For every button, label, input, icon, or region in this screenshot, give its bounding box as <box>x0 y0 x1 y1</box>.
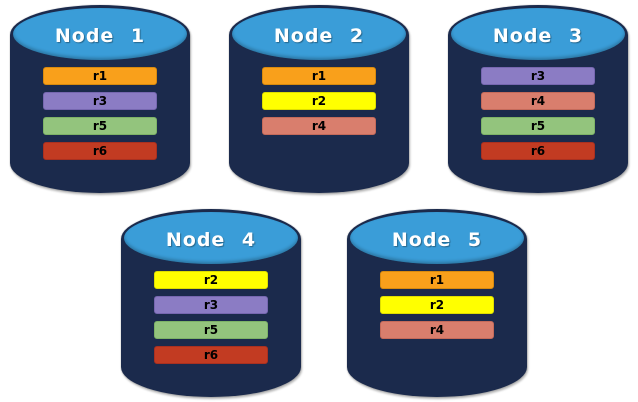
replica-bar-list: r1 r3 r5 r6 <box>10 67 190 160</box>
replica-bar-list: r1 r2 r4 <box>229 67 409 135</box>
node-title: Node 2 <box>273 25 365 47</box>
node-cylinder-2: Node 2 r1 r2 r4 <box>229 5 409 193</box>
cylinder-top-ellipse: Node 2 <box>232 8 406 60</box>
replica-bar-r2: r2 <box>154 271 268 289</box>
replica-bar-list: r3 r4 r5 r6 <box>448 67 628 160</box>
cylinder-top-ellipse: Node 4 <box>124 212 298 264</box>
replica-bar-r5: r5 <box>43 117 157 135</box>
replica-bar-r1: r1 <box>262 67 376 85</box>
replica-label: r4 <box>311 119 327 133</box>
replica-bar-r3: r3 <box>43 92 157 110</box>
node-title: Node 5 <box>391 229 483 251</box>
node-title: Node 3 <box>492 25 584 47</box>
replica-label: r3 <box>203 298 219 312</box>
replica-label: r1 <box>311 69 327 83</box>
cylinder-top-ellipse: Node 1 <box>13 8 187 60</box>
replica-label: r1 <box>429 273 445 287</box>
replica-bar-r6: r6 <box>43 142 157 160</box>
replica-bar-r4: r4 <box>481 92 595 110</box>
node-cylinder-5: Node 5 r1 r2 r4 <box>347 209 527 397</box>
replica-label: r4 <box>530 94 546 108</box>
node-title: Node 4 <box>165 229 257 251</box>
replica-bar-r4: r4 <box>380 321 494 339</box>
node-cylinder-3: Node 3 r3 r4 r5 r6 <box>448 5 628 193</box>
node-cylinder-1: Node 1 r1 r3 r5 r6 <box>10 5 190 193</box>
replica-bar-r1: r1 <box>380 271 494 289</box>
node-cylinder-4: Node 4 r2 r3 r5 r6 <box>121 209 301 397</box>
replica-label: r4 <box>429 323 445 337</box>
replica-label: r5 <box>92 119 108 133</box>
replica-bar-r5: r5 <box>481 117 595 135</box>
cylinder-top-ellipse: Node 5 <box>350 212 524 264</box>
cylinder-top-ellipse: Node 3 <box>451 8 625 60</box>
node-title: Node 1 <box>54 25 146 47</box>
replica-bar-r6: r6 <box>154 346 268 364</box>
replica-bar-r3: r3 <box>154 296 268 314</box>
replica-bar-r1: r1 <box>43 67 157 85</box>
replica-bar-r4: r4 <box>262 117 376 135</box>
replica-bar-r6: r6 <box>481 142 595 160</box>
replica-label: r2 <box>203 273 219 287</box>
replica-label: r3 <box>92 94 108 108</box>
replica-label: r6 <box>530 144 546 158</box>
replica-label: r2 <box>429 298 445 312</box>
replica-bar-list: r1 r2 r4 <box>347 271 527 339</box>
replica-label: r5 <box>530 119 546 133</box>
replica-bar-r2: r2 <box>380 296 494 314</box>
replica-label: r6 <box>92 144 108 158</box>
replica-bar-r5: r5 <box>154 321 268 339</box>
replica-label: r3 <box>530 69 546 83</box>
replica-label: r2 <box>311 94 327 108</box>
replica-bar-list: r2 r3 r5 r6 <box>121 271 301 364</box>
replica-bar-r2: r2 <box>262 92 376 110</box>
replica-label: r1 <box>92 69 108 83</box>
replica-label: r6 <box>203 348 219 362</box>
replica-label: r5 <box>203 323 219 337</box>
replica-bar-r3: r3 <box>481 67 595 85</box>
